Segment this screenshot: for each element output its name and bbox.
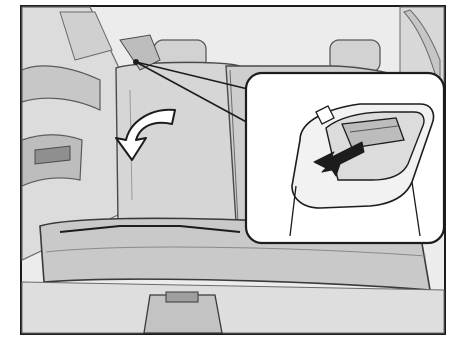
inset-detail [246,73,444,243]
cargo-floor [22,282,444,333]
